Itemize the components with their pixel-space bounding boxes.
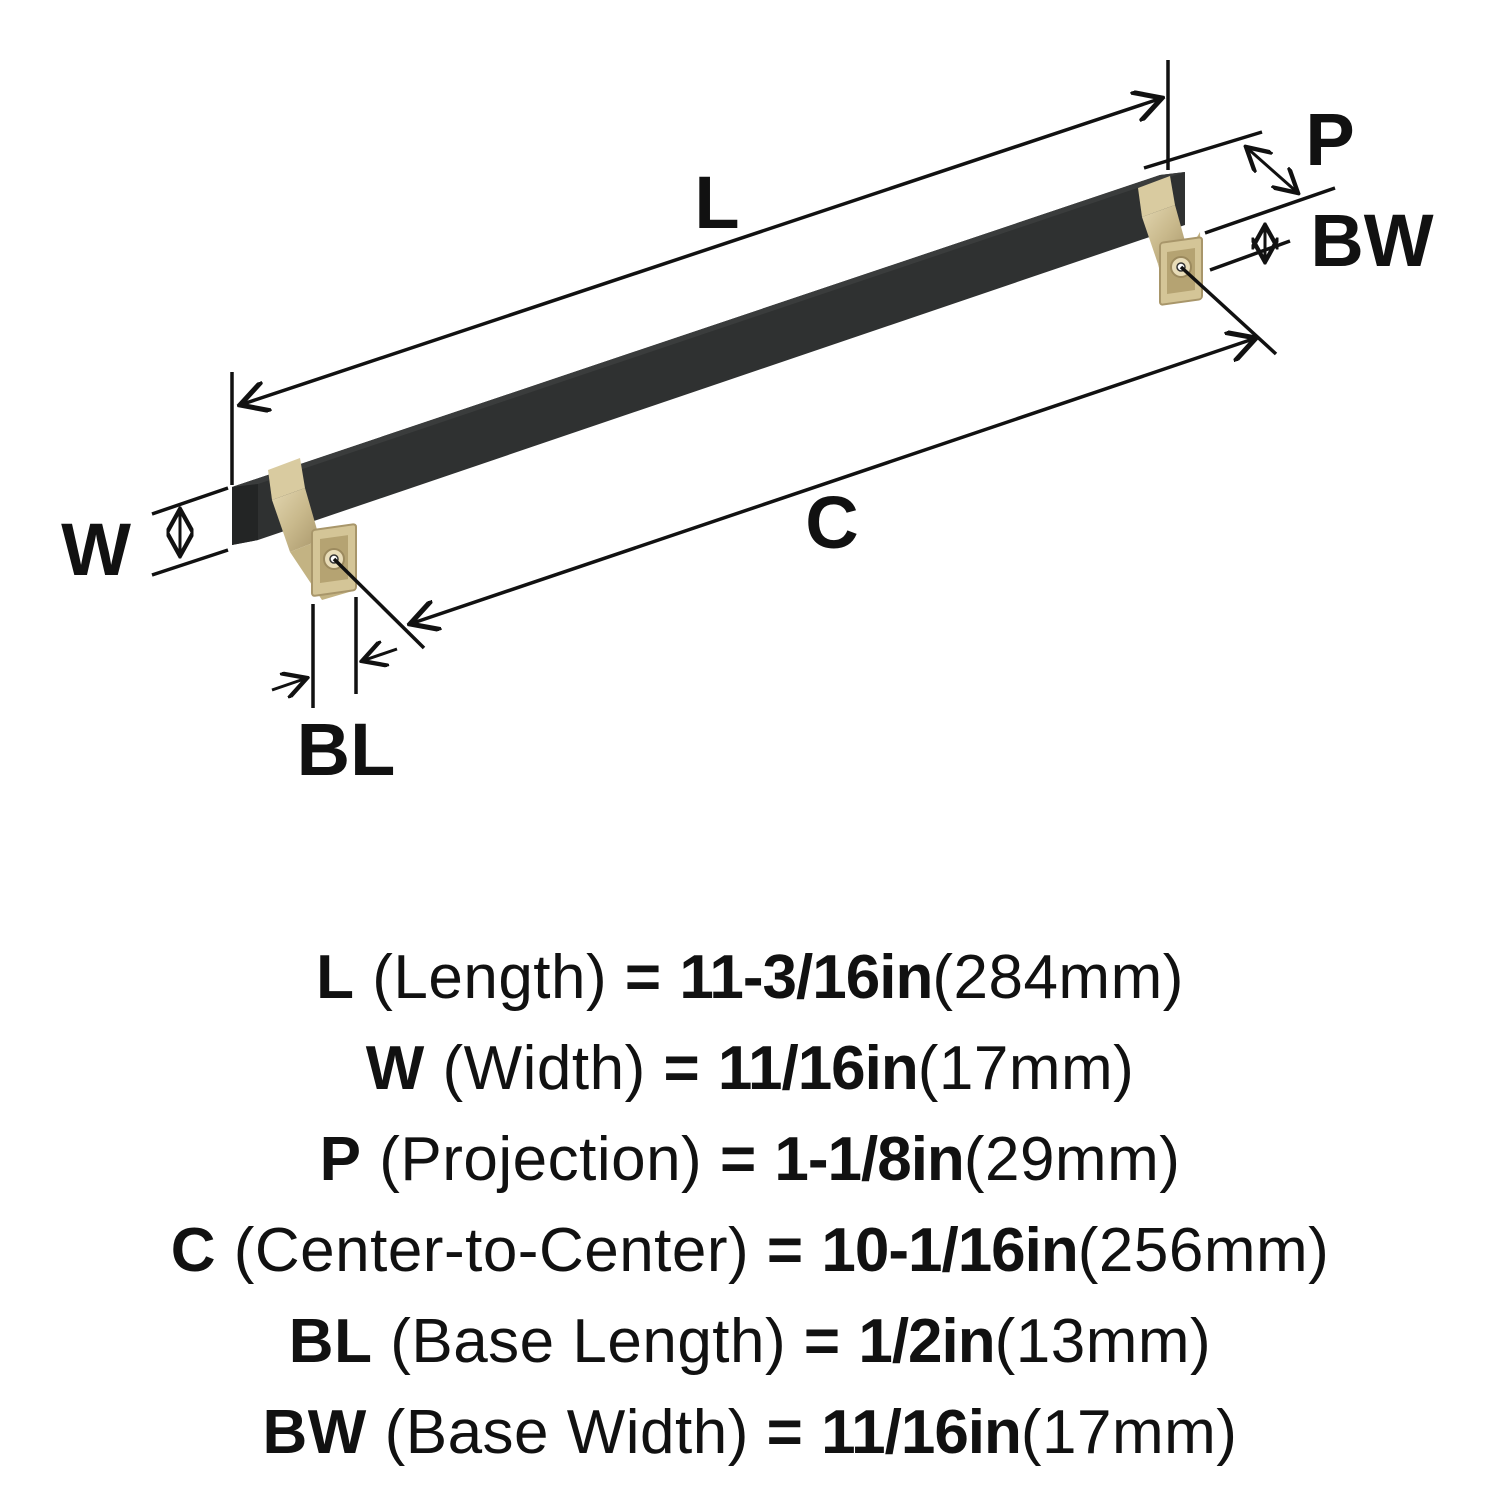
spec-imperial: 10-1/16in — [821, 1216, 1078, 1285]
spec-metric: (256mm) — [1077, 1216, 1330, 1285]
spec-metric: (13mm) — [994, 1307, 1212, 1376]
spec-name: (Base Width) — [384, 1398, 749, 1467]
spec-metric: (17mm) — [917, 1034, 1135, 1103]
l-dimension-line — [240, 98, 1162, 405]
label-w: W — [61, 508, 131, 591]
spec-key: P — [319, 1125, 362, 1194]
label-bw: BW — [1310, 199, 1433, 282]
spec-imperial: 1/2in — [858, 1307, 995, 1376]
bw-extension-bottom — [1209, 239, 1291, 272]
p-dimension-arrow — [1246, 147, 1298, 193]
w-extension-bottom — [151, 548, 229, 577]
spec-imperial: 1-1/8in — [774, 1125, 964, 1194]
c-centerline-right — [1179, 265, 1278, 356]
spec-imperial: 11-3/16in — [679, 943, 933, 1012]
spec-row-base-length: BL (Base Length) = 1/2in(13mm) — [0, 1296, 1500, 1387]
spec-row-center-to-center: C (Center-to-Center) = 10-1/16in(256mm) — [0, 1205, 1500, 1296]
spec-metric: (29mm) — [963, 1125, 1181, 1194]
spec-key: BL — [288, 1307, 373, 1376]
dimension-spec-list: L (Length) = 11-3/16in(284mm) W (Width) … — [0, 932, 1500, 1478]
w-extension-top — [151, 486, 229, 516]
spec-row-length: L (Length) = 11-3/16in(284mm) — [0, 932, 1500, 1023]
spec-equals: = — [663, 1034, 701, 1103]
label-p: P — [1305, 98, 1354, 181]
bl-arrow-left — [271, 678, 307, 690]
dimension-lines — [151, 60, 1336, 708]
p-extension-bottom — [1204, 186, 1336, 235]
label-bl: BL — [297, 708, 396, 791]
c-centerline-left — [332, 557, 426, 650]
spec-key: BW — [262, 1398, 367, 1467]
spec-metric: (17mm) — [1020, 1398, 1238, 1467]
spec-equals: = — [766, 1216, 804, 1285]
spec-imperial: 11/16in — [717, 1034, 919, 1103]
spec-equals: = — [719, 1125, 757, 1194]
spec-key: C — [170, 1216, 216, 1285]
c-dimension-line — [410, 338, 1256, 624]
spec-imperial: 11/16in — [821, 1398, 1022, 1467]
spec-equals: = — [766, 1398, 804, 1467]
spec-row-width: W (Width) = 11/16in(17mm) — [0, 1023, 1500, 1114]
label-l: L — [694, 161, 739, 244]
spec-name: (Base Length) — [390, 1307, 787, 1376]
spec-name: (Length) — [372, 943, 608, 1012]
spec-name: (Width) — [442, 1034, 646, 1103]
spec-name: (Center-to-Center) — [233, 1216, 750, 1285]
bl-arrow-right — [362, 649, 398, 661]
p-extension-top — [1143, 130, 1263, 170]
spec-name: (Projection) — [379, 1125, 703, 1194]
spec-key: L — [316, 943, 355, 1012]
spec-row-base-width: BW (Base Width) = 11/16in(17mm) — [0, 1387, 1500, 1478]
spec-equals: = — [803, 1307, 841, 1376]
label-c: C — [805, 481, 858, 564]
spec-metric: (284mm) — [932, 943, 1184, 1012]
spec-equals: = — [624, 943, 662, 1012]
pull-dimension-diagram: L W P BW C BL — [61, 60, 1434, 791]
spec-row-projection: P (Projection) = 1-1/8in(29mm) — [0, 1114, 1500, 1205]
right-base-post — [1138, 176, 1203, 306]
spec-key: W — [365, 1034, 425, 1103]
